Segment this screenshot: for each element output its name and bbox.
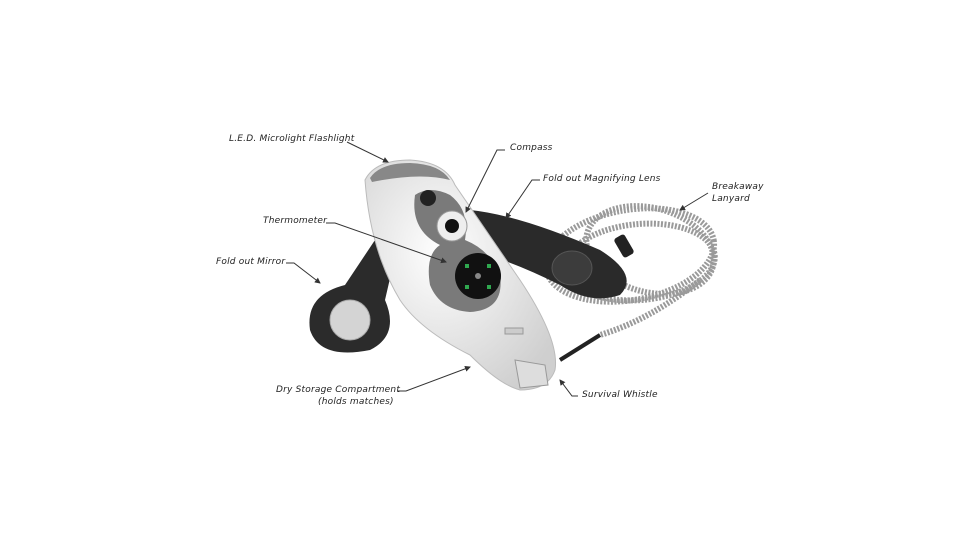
whistle-mouth: [514, 359, 549, 389]
magnifying-lens: [551, 250, 593, 286]
leader-flashlight: [346, 141, 389, 163]
leader-storage: [398, 365, 471, 392]
label-storage-line1: Dry Storage Compartment: [276, 385, 401, 395]
mirror: [329, 299, 371, 341]
label-flashlight: L.E.D. Microlight Flashlight: [229, 134, 355, 144]
leader-whistle: [559, 379, 578, 397]
leader-magnifying-lens: [505, 179, 540, 219]
breakaway-clip: [614, 234, 634, 258]
leader-mirror: [286, 262, 321, 284]
label-mirror: Fold out Mirror: [216, 257, 286, 267]
lanyard-clip: [558, 333, 602, 362]
tool-body: [364, 159, 557, 391]
flashlight-lens: [370, 163, 450, 182]
flashlight-button: [420, 190, 436, 206]
label-whistle: Survival Whistle: [582, 390, 658, 400]
leader-thermometer: [326, 222, 447, 264]
label-magnifying-lens: Fold out Magnifying Lens: [543, 174, 661, 184]
label-compass: Compass: [510, 143, 553, 153]
label-lanyard-line2: Lanyard: [712, 194, 750, 204]
label-lanyard-line1: Breakaway: [712, 182, 764, 192]
whistle-vent: [504, 327, 524, 335]
leader-lanyard: [679, 192, 709, 211]
label-storage-line2: (holds matches): [318, 397, 394, 407]
leader-compass: [465, 149, 505, 213]
label-thermometer: Thermometer: [263, 216, 327, 226]
